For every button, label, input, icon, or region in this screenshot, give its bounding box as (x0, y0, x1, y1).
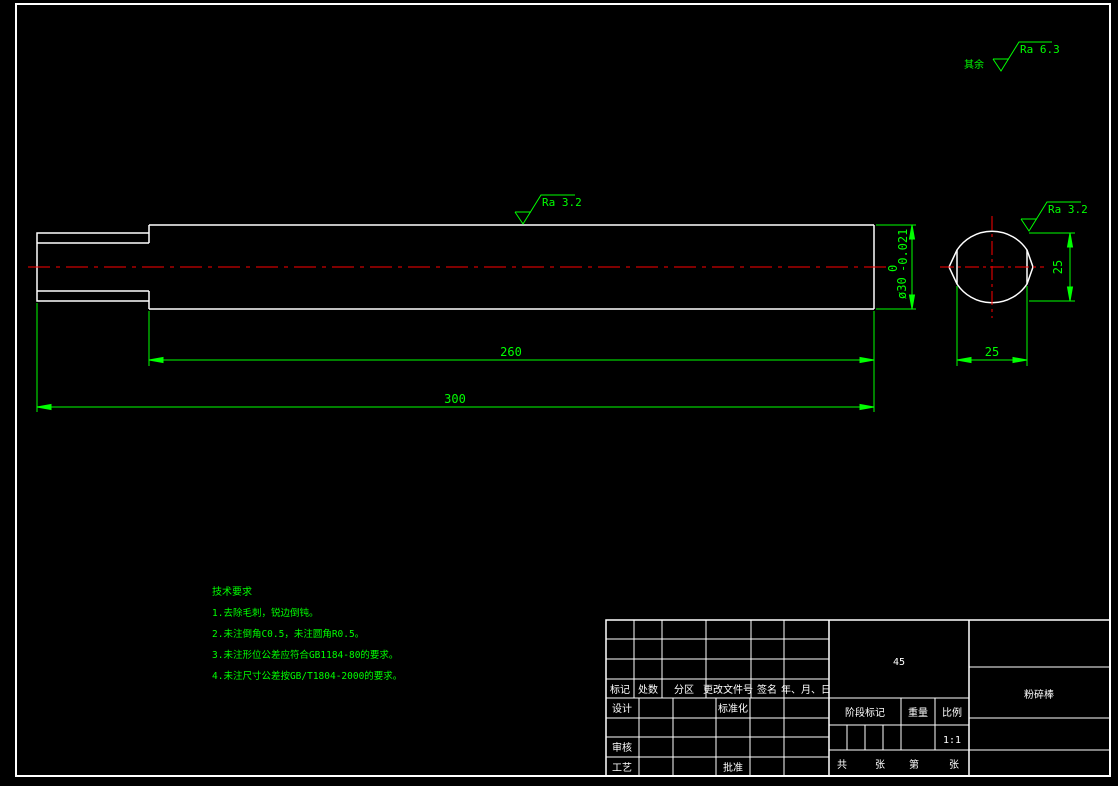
section-view: Ra 3.2 25 25 (940, 201, 1088, 366)
tb-rev-zone: 分区 (674, 684, 694, 696)
tb-standardization: 标准化 (718, 702, 748, 715)
tech-requirements: 技术要求 1.去除毛刺，锐边倒钝。 2.未注倒角C0.5，未注圆角R0.5。 3… (212, 585, 402, 682)
dim-260-geometry (148, 311, 875, 366)
tech-requirement-1: 1.去除毛刺，锐边倒钝。 (212, 607, 318, 619)
tb-rev-mark: 标记 (610, 684, 630, 696)
section-surface-finish (1020, 201, 1081, 232)
tb-review: 审核 (612, 741, 632, 754)
section-roughness-label: Ra 3.2 (1048, 203, 1088, 216)
diameter-tol-upper: 0 (886, 265, 900, 272)
tech-requirement-3: 3.未注形位公差应符合GB1184-80的要求。 (212, 649, 398, 661)
drawing-frame (15, 3, 1111, 777)
tb-scale-value: 1:1 (943, 735, 961, 746)
dim-260-label: 260 (500, 345, 522, 359)
tb-rev-doc: 更改文件号 (703, 683, 753, 696)
tech-requirement-4: 4.未注尺寸公差按GB/T1804-2000的要求。 (212, 670, 402, 682)
dim-diameter-geometry (876, 224, 916, 310)
tb-approve: 批准 (723, 761, 743, 774)
tb-sheet-total: 共 (837, 759, 847, 771)
tech-requirements-title: 技术要求 (212, 585, 252, 598)
dim-flat-width-geometry (956, 286, 1028, 366)
dim-diameter-text: ø30 0 -0.021 (886, 229, 910, 299)
tb-part-name: 粉碎棒 (1024, 688, 1054, 701)
diameter-label: ø30 (895, 277, 909, 299)
tb-sheet-index: 第 (909, 758, 919, 771)
tb-design: 设计 (612, 702, 632, 715)
dim-300-label: 300 (444, 392, 466, 406)
tb-scale: 比例 (942, 706, 962, 719)
tb-rev-date: 年、月、日 (781, 683, 831, 696)
tb-sheet-unit2: 张 (949, 759, 959, 771)
dim-flat-height-geometry (1029, 232, 1075, 302)
tb-weight: 重量 (908, 706, 928, 719)
general-roughness-prefix: 其余 (964, 58, 984, 71)
shaft-roughness-label: Ra 3.2 (542, 196, 582, 209)
tb-rev-sign: 签名 (757, 683, 777, 696)
dim-flat-height-label: 25 (1051, 260, 1065, 274)
tb-material: 45 (893, 657, 905, 668)
shaft-surface-finish (514, 194, 575, 225)
tb-process: 工艺 (612, 762, 632, 774)
tb-sheet-unit: 张 (875, 759, 885, 771)
general-surface-finish (992, 41, 1052, 72)
general-roughness-label: Ra 6.3 (1020, 43, 1060, 56)
tb-rev-count: 处数 (638, 683, 658, 696)
tb-stage-mark: 阶段标记 (845, 706, 885, 719)
diameter-tol-lower: -0.021 (896, 229, 910, 272)
tech-requirement-2: 2.未注倒角C0.5，未注圆角R0.5。 (212, 628, 364, 640)
dim-300-geometry (36, 303, 875, 412)
shaft-front-view (36, 224, 875, 310)
dim-flat-width-label: 25 (985, 345, 999, 359)
title-block-lines (605, 619, 1111, 777)
